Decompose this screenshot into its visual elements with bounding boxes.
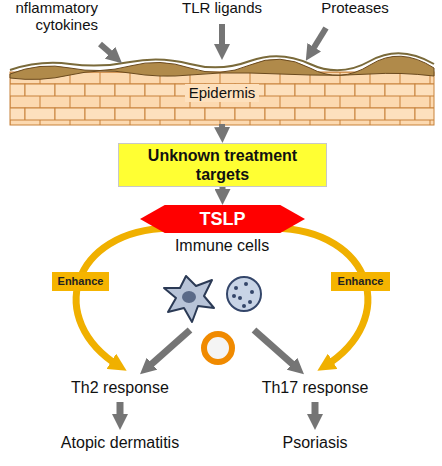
flow-arrow bbox=[220, 187, 226, 197]
disease-label: Psoriasis bbox=[236, 433, 394, 452]
input-arrow bbox=[219, 24, 225, 52]
node-text: Enhance bbox=[58, 275, 104, 288]
node-text: Epidermis bbox=[185, 84, 260, 102]
enhance-arc bbox=[274, 228, 368, 366]
input-arrow bbox=[310, 28, 326, 54]
epidermis-band: Epidermis bbox=[10, 62, 434, 124]
disease-arrow bbox=[312, 402, 319, 422]
response-label: Th17 response bbox=[236, 378, 394, 397]
granulocyte bbox=[227, 277, 261, 311]
stratum-corneum-line bbox=[10, 53, 434, 70]
node-text: Unknown treatment targets bbox=[125, 146, 320, 184]
node-text: Enhance bbox=[338, 275, 384, 288]
node-text: TSLP bbox=[199, 209, 245, 229]
disease-arrow bbox=[117, 402, 124, 422]
disease-label: Atopic dermatitis bbox=[24, 433, 216, 452]
input-label: TLR ligands bbox=[162, 0, 282, 16]
target-box: Unknown treatment targets bbox=[118, 143, 327, 187]
dendritic-cell bbox=[164, 276, 214, 322]
enhance-box: Enhance bbox=[52, 272, 109, 291]
enhance-box: Enhance bbox=[331, 272, 390, 291]
response-label: Th2 response bbox=[46, 378, 194, 397]
flow-arrow bbox=[219, 124, 225, 135]
lymphocyte bbox=[204, 334, 232, 362]
response-arrow bbox=[254, 330, 298, 369]
input-label: nflammatory cytokines bbox=[2, 0, 98, 33]
cells-label: Immune cells bbox=[122, 236, 322, 255]
response-arrow bbox=[146, 330, 190, 369]
input-arrow bbox=[100, 44, 116, 58]
input-label: Proteases bbox=[300, 0, 410, 16]
tslp-hexagon: TSLP bbox=[140, 205, 305, 233]
epidermis-cells bbox=[10, 72, 434, 125]
enhance-arc bbox=[76, 228, 170, 366]
